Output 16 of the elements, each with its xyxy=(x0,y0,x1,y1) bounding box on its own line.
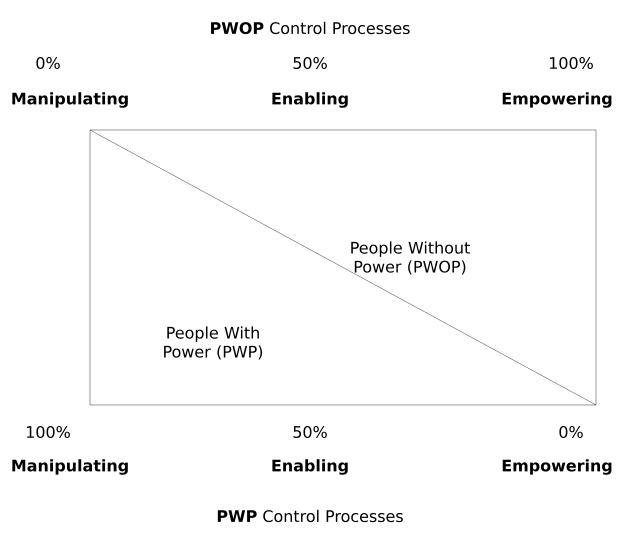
axis-title: PWOP Control Processes xyxy=(211,22,410,34)
region-label: People Without Power (PWOP) xyxy=(351,241,470,275)
scale-label: Manipulating xyxy=(12,459,128,475)
scale-label: Manipulating xyxy=(12,92,128,108)
scale-label: Empowering xyxy=(502,92,612,108)
percent-label: 100% xyxy=(26,426,70,438)
percent-label: 0% xyxy=(559,426,583,438)
scale-label: Enabling xyxy=(272,92,348,108)
region-label: People With Power (PWP) xyxy=(164,326,262,360)
scale-label: Enabling xyxy=(272,459,348,475)
percent-label: 50% xyxy=(294,426,327,438)
percent-label: 0% xyxy=(36,56,60,69)
scale-label: Empowering xyxy=(502,459,612,475)
percent-label: 100% xyxy=(550,56,593,69)
axis-title: PWP Control Processes xyxy=(218,510,403,522)
percent-label: 50% xyxy=(294,56,327,69)
